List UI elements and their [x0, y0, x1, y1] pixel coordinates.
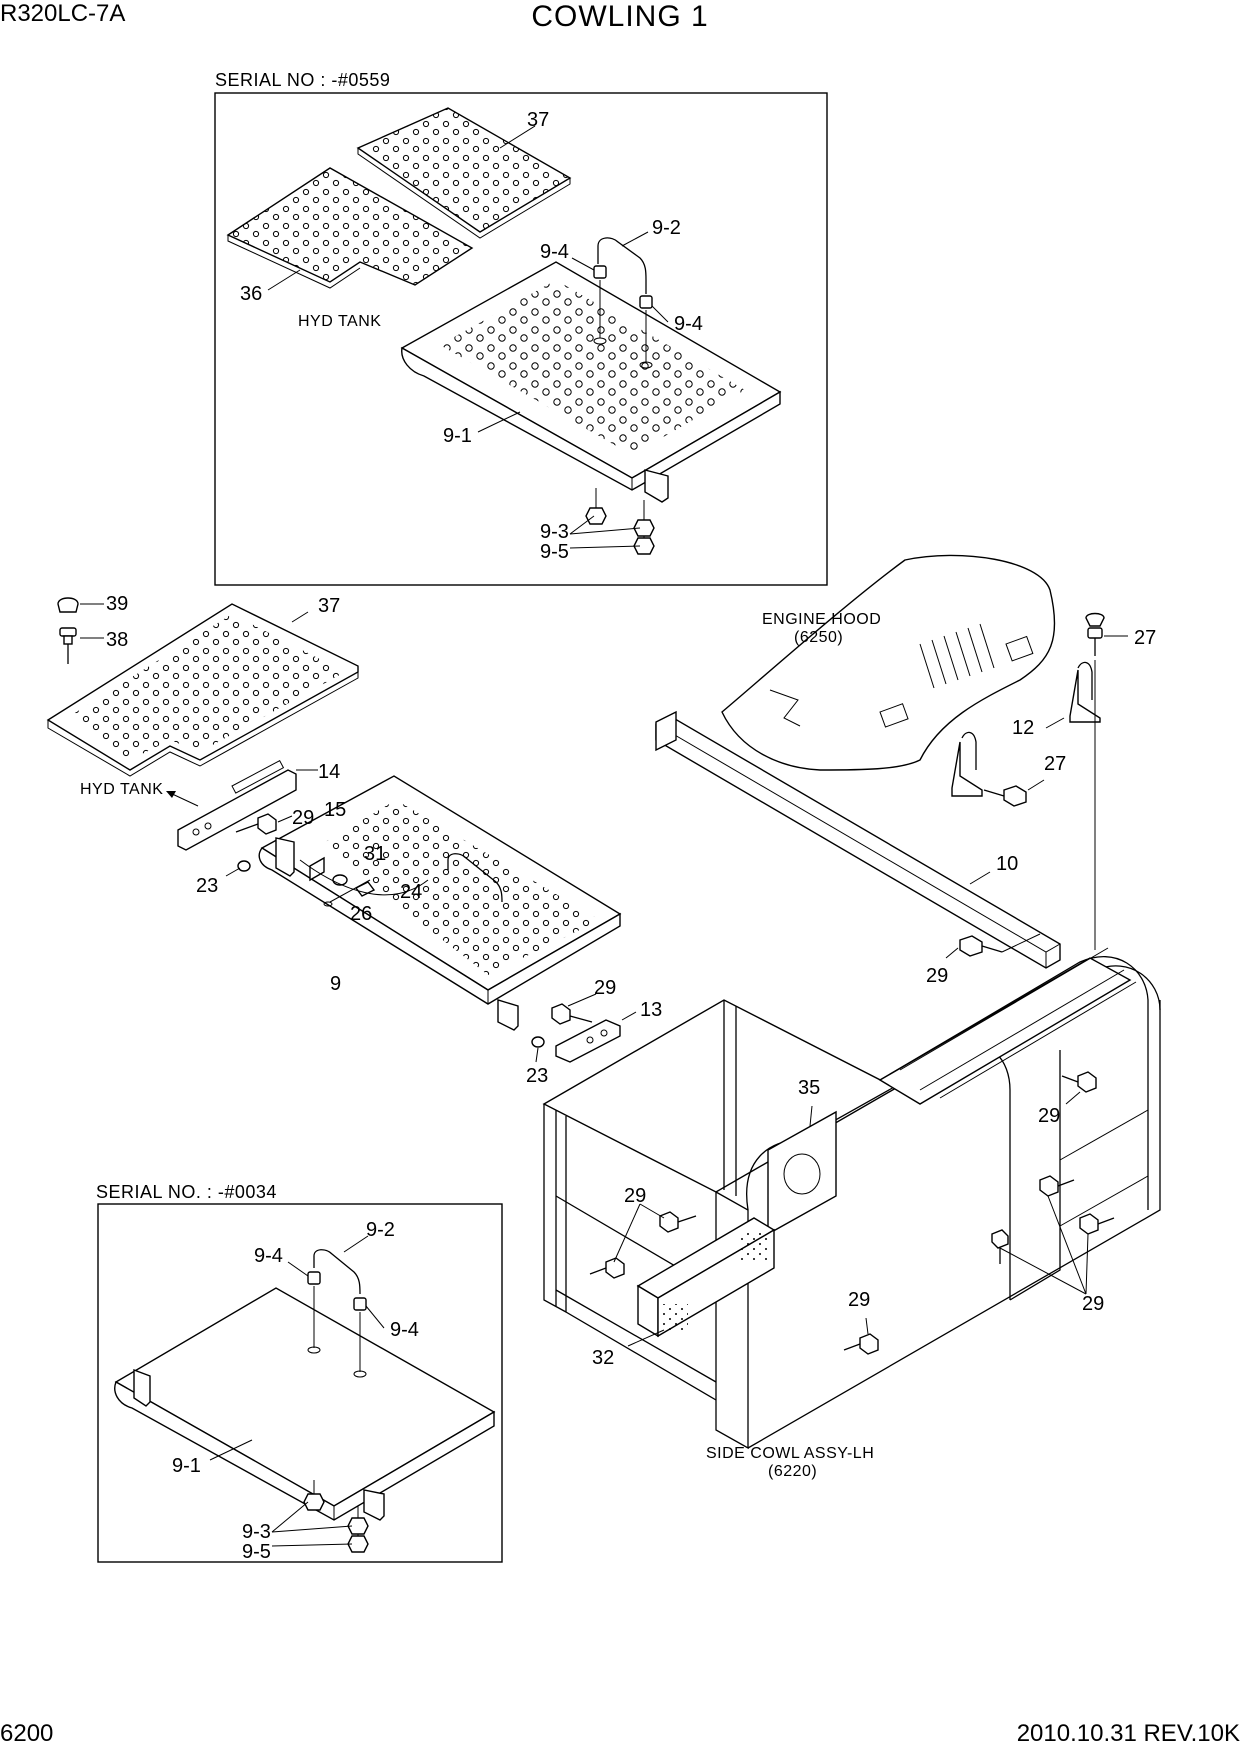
- latch-12-upper: [1069, 669, 1101, 723]
- label-32: 32: [592, 1347, 614, 1369]
- label-38: 38: [106, 629, 128, 651]
- cap-39: [57, 597, 79, 613]
- label-23-left: 23: [196, 875, 218, 897]
- note-hyd-tank-main: HYD TANK: [80, 781, 163, 798]
- label-37-top: 37: [527, 109, 549, 131]
- label-10: 10: [996, 853, 1018, 875]
- label-9-5-top: 9-5: [540, 541, 569, 563]
- panel-35: [767, 1110, 837, 1236]
- hood-vents: [919, 623, 995, 689]
- inset-top-serial: SERIAL NO : -#0559: [215, 70, 390, 90]
- label-27-top: 27: [1134, 627, 1156, 649]
- label-9-4b-bottom: 9-4: [390, 1319, 419, 1341]
- inset-top-frame: [214, 92, 828, 586]
- label-14: 14: [318, 761, 340, 783]
- bracket-13: [555, 1019, 621, 1063]
- note-engine-hood-ref: (6250): [794, 629, 843, 646]
- label-23-mid: 23: [526, 1065, 548, 1087]
- side-cowl-frame: [542, 947, 1161, 1450]
- label-9-1-top: 9-1: [443, 425, 472, 447]
- label-31: 31: [364, 843, 386, 865]
- label-29-right: 29: [926, 965, 948, 987]
- latch-12-lower: [951, 741, 983, 797]
- label-9-4b-top: 9-4: [674, 313, 703, 335]
- label-29-frame-left: 29: [624, 1185, 646, 1207]
- page-number: 6200: [0, 1720, 54, 1747]
- label-29-frame-right: 29: [1038, 1105, 1060, 1127]
- label-27-mid: 27: [1044, 753, 1066, 775]
- note-side-cowl: SIDE COWL ASSY-LH: [706, 1445, 874, 1462]
- label-9-3-bottom: 9-3: [242, 1521, 271, 1543]
- label-9-4a-bottom: 9-4: [254, 1245, 283, 1267]
- inset-bottom: SERIAL NO. : -#0034 9-2 9-4 9-4 9-1 9-3 …: [96, 1182, 503, 1563]
- label-29-mid: 29: [594, 977, 616, 999]
- model-number: R320LC-7A: [0, 0, 126, 27]
- inset-top: SERIAL NO : -#0559: [214, 70, 828, 586]
- label-29-frame-bottom: 29: [1082, 1293, 1104, 1315]
- label-9-main: 9: [330, 973, 341, 995]
- label-26: 26: [350, 903, 372, 925]
- label-15: 15: [324, 799, 346, 821]
- label-39: 39: [106, 593, 128, 615]
- label-37-main: 37: [318, 595, 340, 617]
- engine-hood: [721, 554, 1056, 771]
- label-9-1-bottom: 9-1: [172, 1455, 201, 1477]
- label-29-frame-mid: 29: [848, 1289, 870, 1311]
- bracket-14: [177, 769, 297, 851]
- label-29-left: 29: [292, 807, 314, 829]
- label-9-3-top: 9-3: [540, 521, 569, 543]
- inset-bottom-serial: SERIAL NO. : -#0034: [96, 1182, 277, 1202]
- note-engine-hood: ENGINE HOOD: [762, 611, 881, 628]
- note-side-cowl-ref: (6220): [768, 1463, 817, 1480]
- label-24: 24: [400, 881, 422, 903]
- main-assembly: HYD TANK: [46, 554, 1161, 1480]
- page-title: COWLING 1: [531, 0, 709, 33]
- note-hyd-tank-top: HYD TANK: [298, 313, 381, 330]
- label-13: 13: [640, 999, 662, 1021]
- label-9-2-bottom: 9-2: [366, 1219, 395, 1241]
- label-35: 35: [798, 1077, 820, 1099]
- inset-bottom-frame: [97, 1203, 503, 1563]
- label-9-4a-top: 9-4: [540, 241, 569, 263]
- revision-date: 2010.10.31 REV.10K: [1016, 1720, 1240, 1747]
- label-36-top: 36: [240, 283, 262, 305]
- label-12: 12: [1012, 717, 1034, 739]
- label-9-5-bottom: 9-5: [242, 1541, 271, 1563]
- label-9-2-top: 9-2: [652, 217, 681, 239]
